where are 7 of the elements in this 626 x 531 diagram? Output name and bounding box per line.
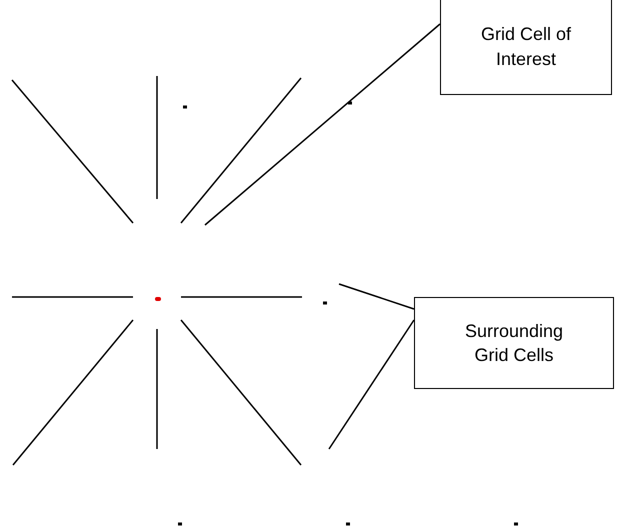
- callout-box: [440, 0, 612, 95]
- callout-box: [414, 297, 614, 389]
- callout-text: Grid Cell of Interest: [480, 23, 572, 70]
- callout-text: Surrounding Grid Cells: [464, 320, 564, 367]
- leader-line: [328, 320, 415, 450]
- leader-line: [204, 23, 440, 226]
- leader-line: [338, 283, 414, 310]
